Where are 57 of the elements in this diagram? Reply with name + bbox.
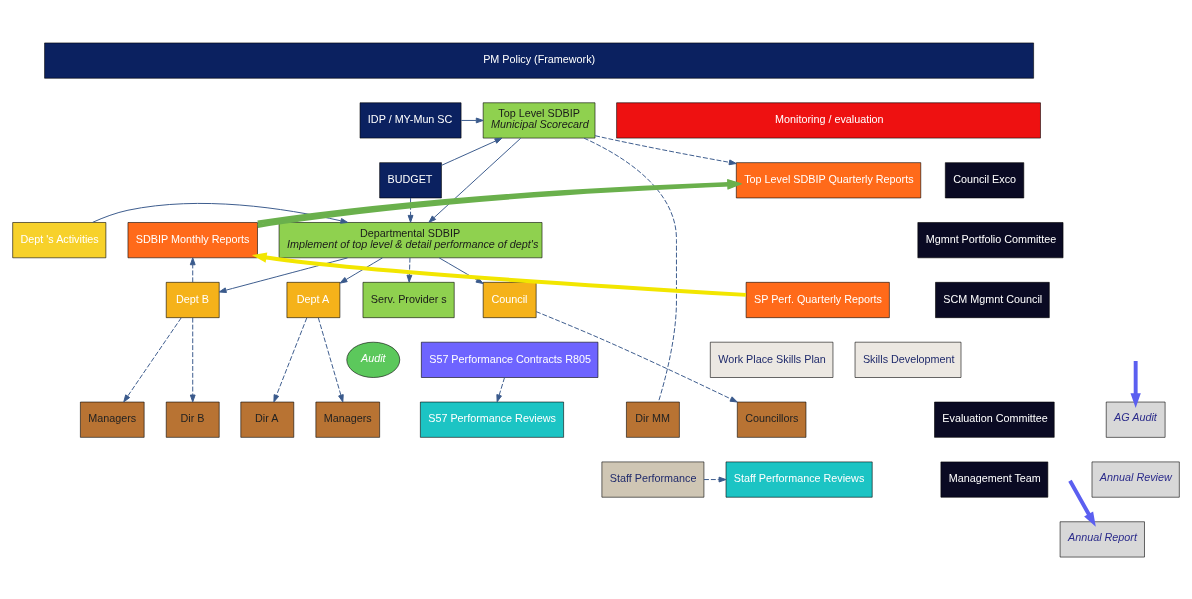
arrow (428, 137, 522, 223)
node-box: Managers (315, 401, 380, 438)
node-box: PM Policy (Framework) (44, 42, 1034, 79)
node-box: Mgmnt Portfolio Committee (917, 221, 1064, 258)
node-box: Staff Performance (601, 461, 705, 497)
node-box: BUDGET (379, 161, 442, 198)
node-box: AG Audit (1105, 401, 1166, 438)
node-box: Top Level SDBIP Municipal Scorecard (482, 102, 596, 138)
arrow (339, 256, 383, 284)
node-box: IDP / MY-Mun SC (359, 102, 462, 138)
arrow (273, 316, 308, 402)
node-box: Work Place Skills Plan (710, 341, 834, 378)
arrow (251, 251, 747, 297)
node-box: Dir MM (626, 401, 680, 438)
arrow (92, 202, 349, 224)
node-box: SDBIP Monthly Reports (127, 221, 258, 258)
arrow (1068, 479, 1096, 527)
node-box: S57 Performance Reviews (420, 401, 564, 438)
arrow (703, 476, 727, 482)
node-box: Evaluation Committee (934, 401, 1055, 438)
arrow (594, 134, 737, 165)
node-box: SP Perf. Quarterly Reports (745, 281, 890, 318)
arrow (218, 256, 349, 293)
node-box: Council (482, 281, 537, 318)
arrow (407, 197, 414, 223)
node-box: Skills Development (854, 341, 962, 378)
node-box: S57 Performance Contracts R805 (421, 341, 599, 378)
node-box: Staff Performance Reviews (725, 461, 873, 497)
node-box: Managers (80, 401, 145, 438)
arrow (441, 137, 503, 166)
arrow (123, 316, 182, 402)
arrow (438, 256, 484, 284)
node-box: Annual Review (1091, 461, 1180, 497)
node-box: Dept B (165, 281, 220, 318)
node-box: Monitoring / evaluation (616, 102, 1041, 138)
arrow (460, 117, 484, 123)
connector (583, 137, 677, 402)
node-box: Top Level SDBIP Quarterly Reports (736, 161, 922, 198)
node-ellipse: Audit (346, 341, 401, 378)
node-box: Dir B (165, 401, 220, 438)
node-box: Dir A (240, 401, 295, 438)
arrow (496, 376, 506, 402)
arrow (406, 256, 413, 283)
node-box: Dept A (286, 281, 341, 318)
node-box: Serv. Provider s (362, 281, 455, 318)
arrow (317, 316, 344, 402)
node-box: Dept 's Activities (12, 221, 107, 258)
arrow (1130, 360, 1141, 408)
node-box: Councillors (737, 401, 807, 438)
arrow (535, 310, 738, 402)
arrow (189, 316, 196, 402)
node-box: SCM Mgmnt Council (935, 281, 1050, 318)
node-box: Departmental SDBIP Implement of top level & detail performance of dept's (278, 221, 543, 258)
node-box: Annual Report (1059, 520, 1145, 557)
arrow (189, 256, 196, 283)
node-box: Management Team (940, 461, 1049, 497)
node-box: Council Exco (945, 161, 1025, 198)
